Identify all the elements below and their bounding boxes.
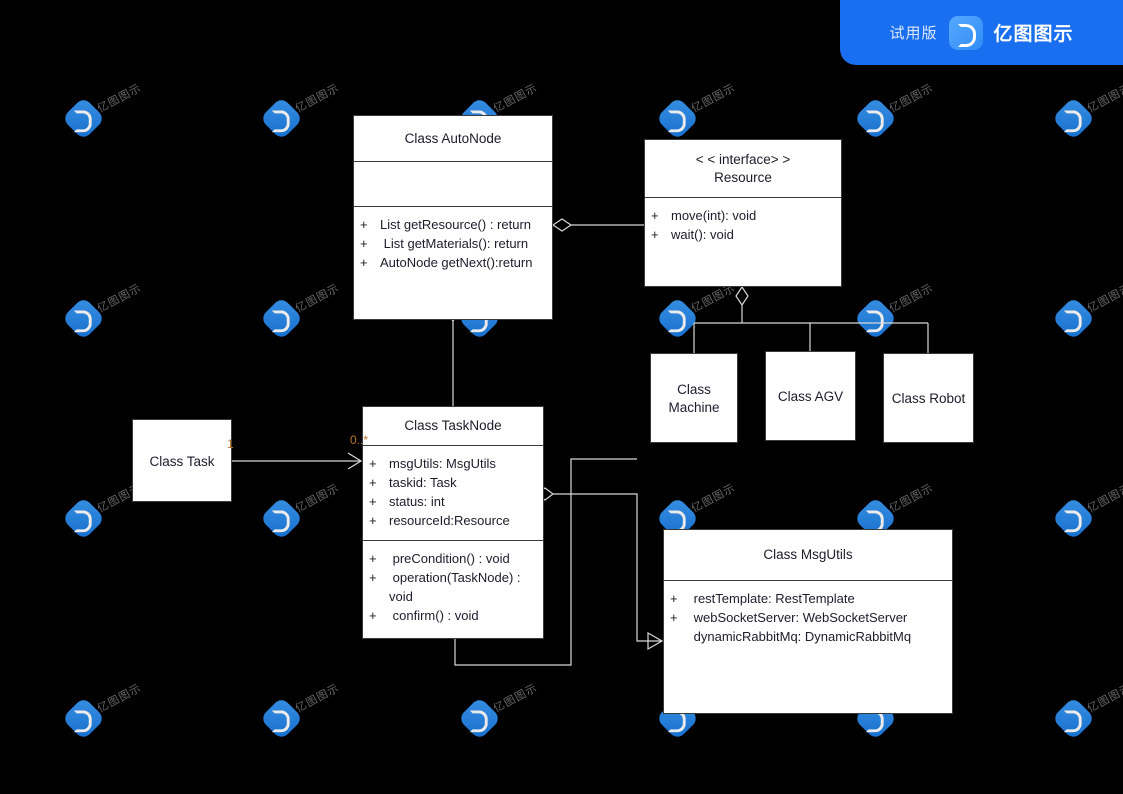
uml-member-row: + List getMaterials(): return [360,234,546,253]
class-label-machine: Class Machine [668,382,720,415]
member-visibility: + [360,255,368,270]
uml-class-msgutils[interactable]: Class MsgUtils + restTemplate: RestTempla… [663,529,953,714]
uml-class-tasknode[interactable]: Class TaskNode + msgUtils: MsgUtils + taskid… [362,406,544,639]
uml-attributes-list-tasknode: + msgUtils: MsgUtils + taskid: Task + status:… [363,446,543,536]
class-name-tasknode: Class TaskNode [363,407,543,445]
uml-attributes-section-msgutils: + restTemplate: RestTemplate+ webSocketS… [664,580,952,715]
uml-member-row: + webSocketServer: WebSocketServer [670,608,946,627]
member-text: restTemplate: RestTemplate [690,591,855,606]
member-text: dynamicRabbitMq: DynamicRabbitMq [690,629,912,644]
member-text: AutoNode getNext():return [380,255,533,270]
member-visibility: + [369,608,377,623]
uml-member-row: + confirm() : void [369,606,537,625]
uml-class-title-section-agv: Class AGV [766,352,855,442]
uml-class-task[interactable]: Class Task [132,419,232,502]
trial-label: 试用版 [889,24,938,42]
uml-member-row: + List getResource() : return [360,215,546,234]
uml-member-row: + msgUtils: MsgUtils [369,454,537,473]
member-visibility: + [670,591,678,606]
member-visibility: + [369,494,377,509]
member-visibility: + [360,217,368,232]
trial-banner[interactable]: 试用版 亿图图示 [840,0,1123,65]
uml-class-title-section-autonode: Class AutoNode [354,116,552,161]
uml-member-row: dynamicRabbitMq: DynamicRabbitMq [670,627,946,646]
class-name-msgutils: Class MsgUtils [664,530,952,580]
class-name-resource: < < interface> > Resource [645,140,841,197]
uml-class-autonode[interactable]: Class AutoNode + List getResource() : retu… [353,115,553,320]
class-label-resource: Resource [714,169,772,185]
member-text: preCondition() : void [389,551,510,566]
member-text: webSocketServer: WebSocketServer [690,610,908,625]
uml-class-title-section-msgutils: Class MsgUtils [664,530,952,580]
member-text: wait(): void [671,227,734,242]
uml-class-robot[interactable]: Class Robot [883,353,974,443]
member-text: move(int): void [671,208,757,223]
member-text: operation(TaskNode) : void [389,570,525,604]
uml-member-row: + move(int): void [651,206,835,225]
member-text: msgUtils: MsgUtils [389,456,496,471]
member-visibility: + [651,208,659,223]
class-name-agv: Class AGV [766,352,855,442]
member-text: confirm() : void [389,608,479,623]
class-stereotype-resource: < < interface> > [695,151,791,167]
brand-name: 亿图图示 [993,23,1074,45]
uml-class-machine[interactable]: Class Machine [650,353,738,443]
uml-class-title-section-task: Class Task [133,420,231,503]
uml-member-row: + AutoNode getNext():return [360,253,546,272]
class-label-autonode: Class AutoNode [404,130,502,146]
uml-class-title-section-resource: < < interface> > Resource [645,140,841,197]
uml-member-row: + preCondition() : void [369,549,537,568]
edraw-logo-icon [948,15,983,50]
multiplicity-tasknode-end: 0..* [350,433,369,447]
member-visibility: + [369,570,377,585]
member-visibility: + [369,551,377,566]
class-label-robot: Class Robot [891,391,966,406]
class-name-robot: Class Robot [884,354,973,444]
member-visibility: + [369,513,377,528]
uml-class-agv[interactable]: Class AGV [765,351,856,441]
member-text: List getMaterials(): return [380,236,529,251]
uml-attributes-list-msgutils: + restTemplate: RestTemplate+ webSocketS… [664,581,952,652]
uml-attributes-section-tasknode: + msgUtils: MsgUtils + taskid: Task + status:… [363,445,543,540]
class-name-machine: Class Machine [651,354,737,444]
member-text: List getResource() : return [380,217,532,232]
uml-member-row: + wait(): void [651,225,835,244]
member-visibility: + [670,610,678,625]
uml-operations-list-autonode: + List getResource() : return + List getMa… [354,207,552,278]
uml-attributes-list-autonode [354,162,552,176]
multiplicity-task-end: 1 [227,437,234,451]
uml-attributes-section-autonode [354,161,552,206]
member-text: status: int [389,494,445,509]
uml-class-title-section-machine: Class Machine [651,354,737,444]
uml-operations-section-autonode: + List getResource() : return + List getMa… [354,206,552,321]
member-visibility: + [651,227,659,242]
class-label-msgutils: Class MsgUtils [763,547,853,562]
uml-operations-list-tasknode: + preCondition() : void+ operation(TaskN… [363,541,543,631]
class-label-tasknode: Class TaskNode [404,418,502,433]
class-label-agv: Class AGV [777,389,844,404]
uml-class-resource[interactable]: < < interface> > Resource + move(int): void… [644,139,842,287]
class-name-autonode: Class AutoNode [354,116,552,161]
uml-member-row: + taskid: Task [369,473,537,492]
uml-operations-section-tasknode: + preCondition() : void+ operation(TaskN… [363,540,543,640]
member-visibility [670,627,690,646]
member-text: taskid: Task [389,475,457,490]
uml-member-row: + operation(TaskNode) : void [369,568,537,606]
member-visibility: + [369,475,377,490]
uml-class-title-section-tasknode: Class TaskNode [363,407,543,445]
member-visibility: + [369,456,377,471]
class-name-task: Class Task [133,420,231,503]
uml-member-row: + resourceId:Resource [369,511,537,530]
uml-operations-list-resource: + move(int): void + wait(): void [645,198,841,250]
uml-operations-section-resource: + move(int): void + wait(): void [645,197,841,288]
uml-member-row: + status: int [369,492,537,511]
uml-member-row: + restTemplate: RestTemplate [670,589,946,608]
class-label-task: Class Task [149,453,215,469]
member-text: resourceId:Resource [389,513,510,528]
uml-class-title-section-robot: Class Robot [884,354,973,444]
member-visibility: + [360,236,368,251]
